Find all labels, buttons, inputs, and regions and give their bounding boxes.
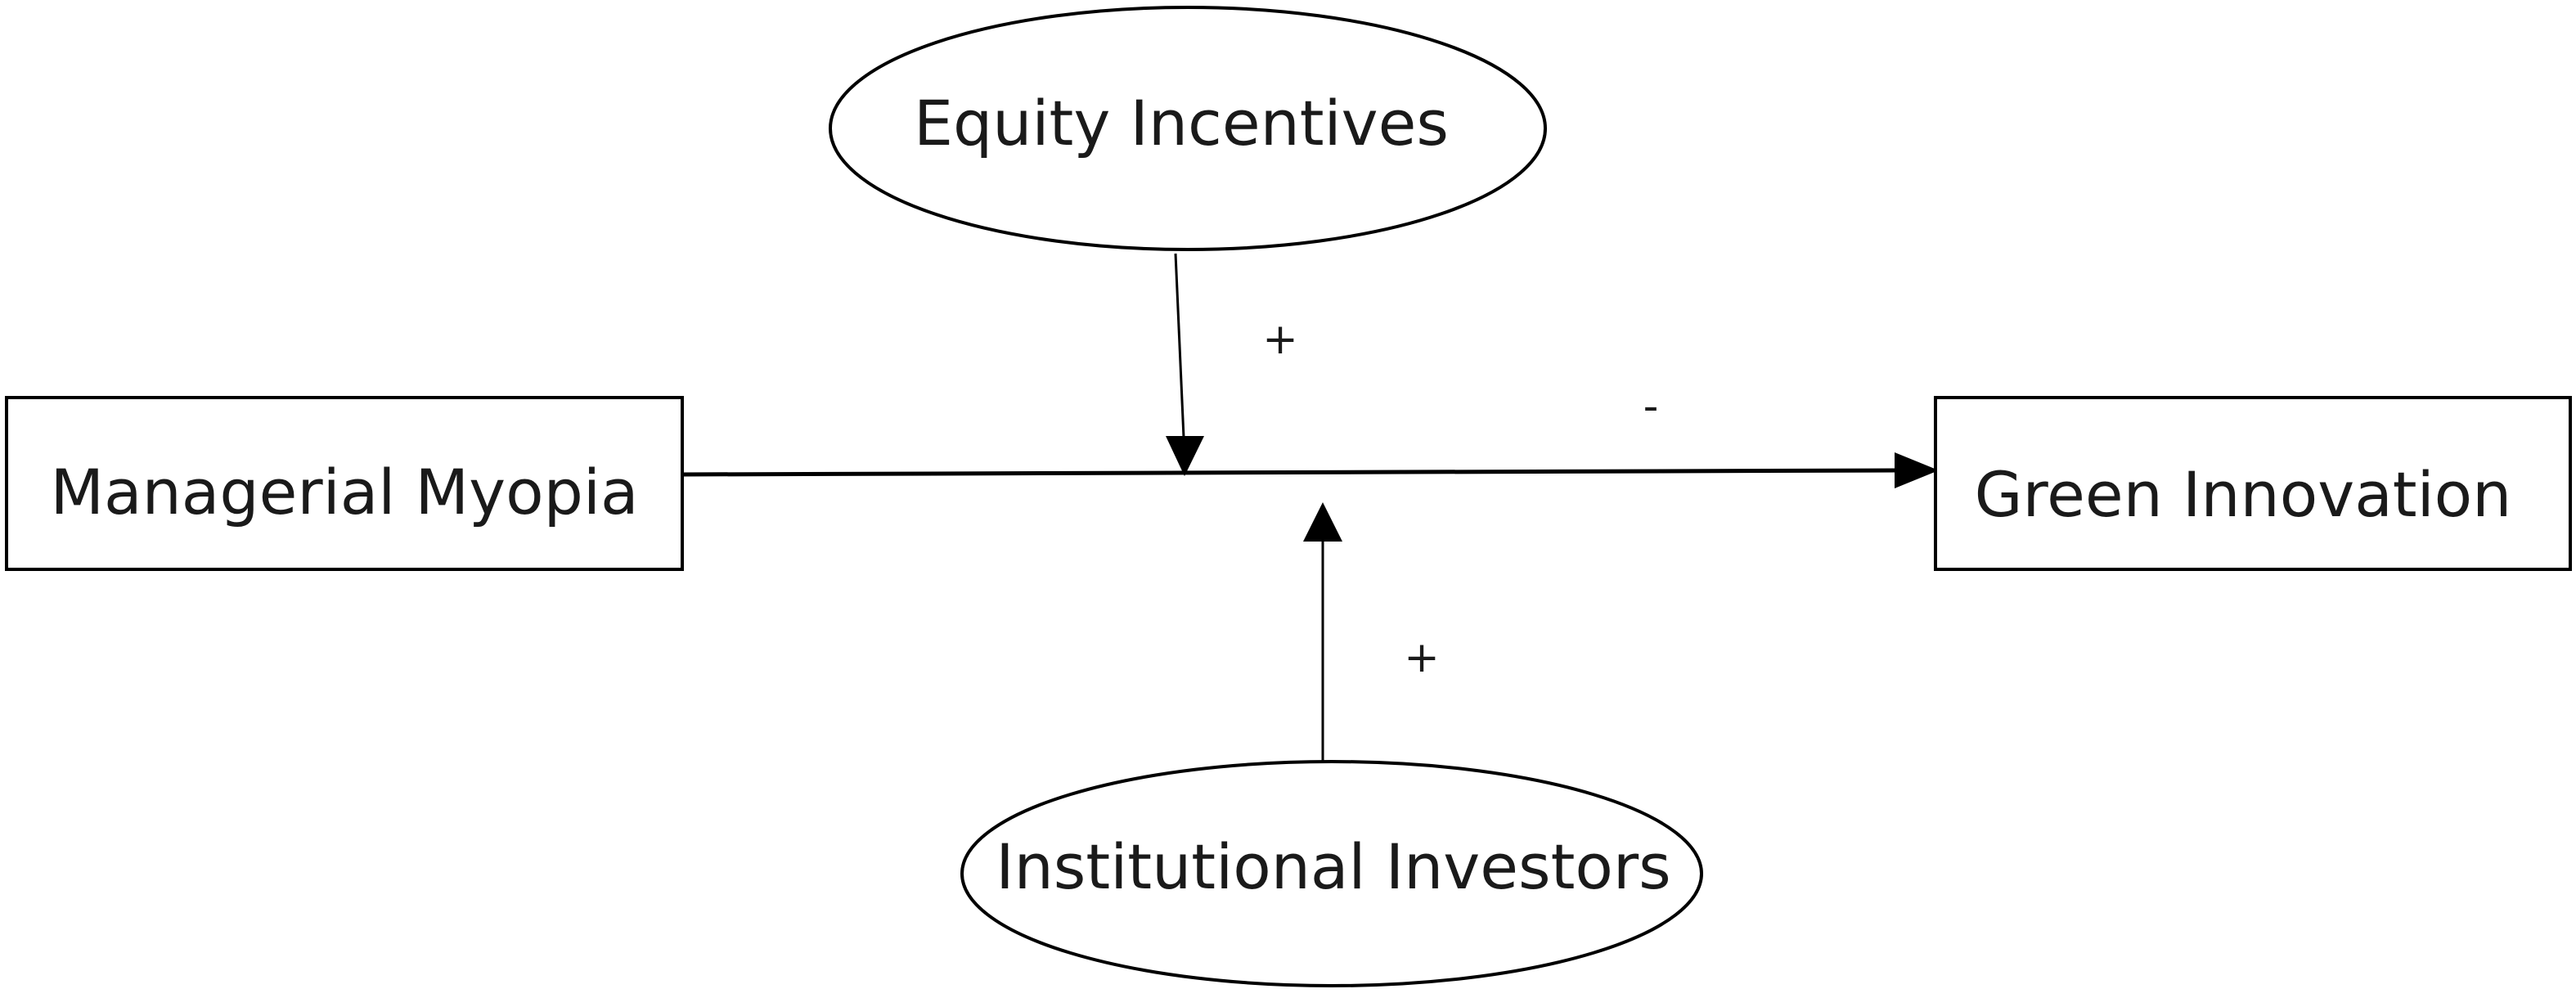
managerial-myopia-label: Managerial Myopia xyxy=(50,456,638,528)
main-effect-arrow xyxy=(681,452,1939,488)
main-effect-line xyxy=(681,468,1895,477)
institutional-investors-arrow xyxy=(1303,502,1342,761)
equity-incentives-ellipse xyxy=(829,6,1547,251)
managerial-myopia-box xyxy=(5,396,684,571)
green-innovation-node: Green Innovation xyxy=(1934,396,2572,571)
equity-incentives-node: Equity Incentives xyxy=(829,6,1547,251)
institutional-investors-ellipse xyxy=(960,760,1703,987)
equity-incentives-sign: + xyxy=(1262,315,1298,364)
equity-incentives-arrowhead xyxy=(1166,436,1204,476)
equity-incentives-arrow xyxy=(1166,253,1204,476)
institutional-investors-node: Institutional Investors xyxy=(960,760,1703,987)
main-effect-sign: - xyxy=(1643,382,1659,431)
green-innovation-label: Green Innovation xyxy=(1975,458,2512,531)
equity-incentives-line xyxy=(1174,253,1185,438)
institutional-investors-sign: + xyxy=(1404,633,1440,682)
institutional-investors-arrowhead xyxy=(1303,502,1342,542)
green-innovation-box xyxy=(1934,396,2572,571)
equity-incentives-label: Equity Incentives xyxy=(914,87,1449,160)
managerial-myopia-node: Managerial Myopia xyxy=(5,396,684,571)
institutional-investors-label: Institutional Investors xyxy=(996,830,1671,903)
main-effect-arrowhead xyxy=(1895,452,1939,488)
